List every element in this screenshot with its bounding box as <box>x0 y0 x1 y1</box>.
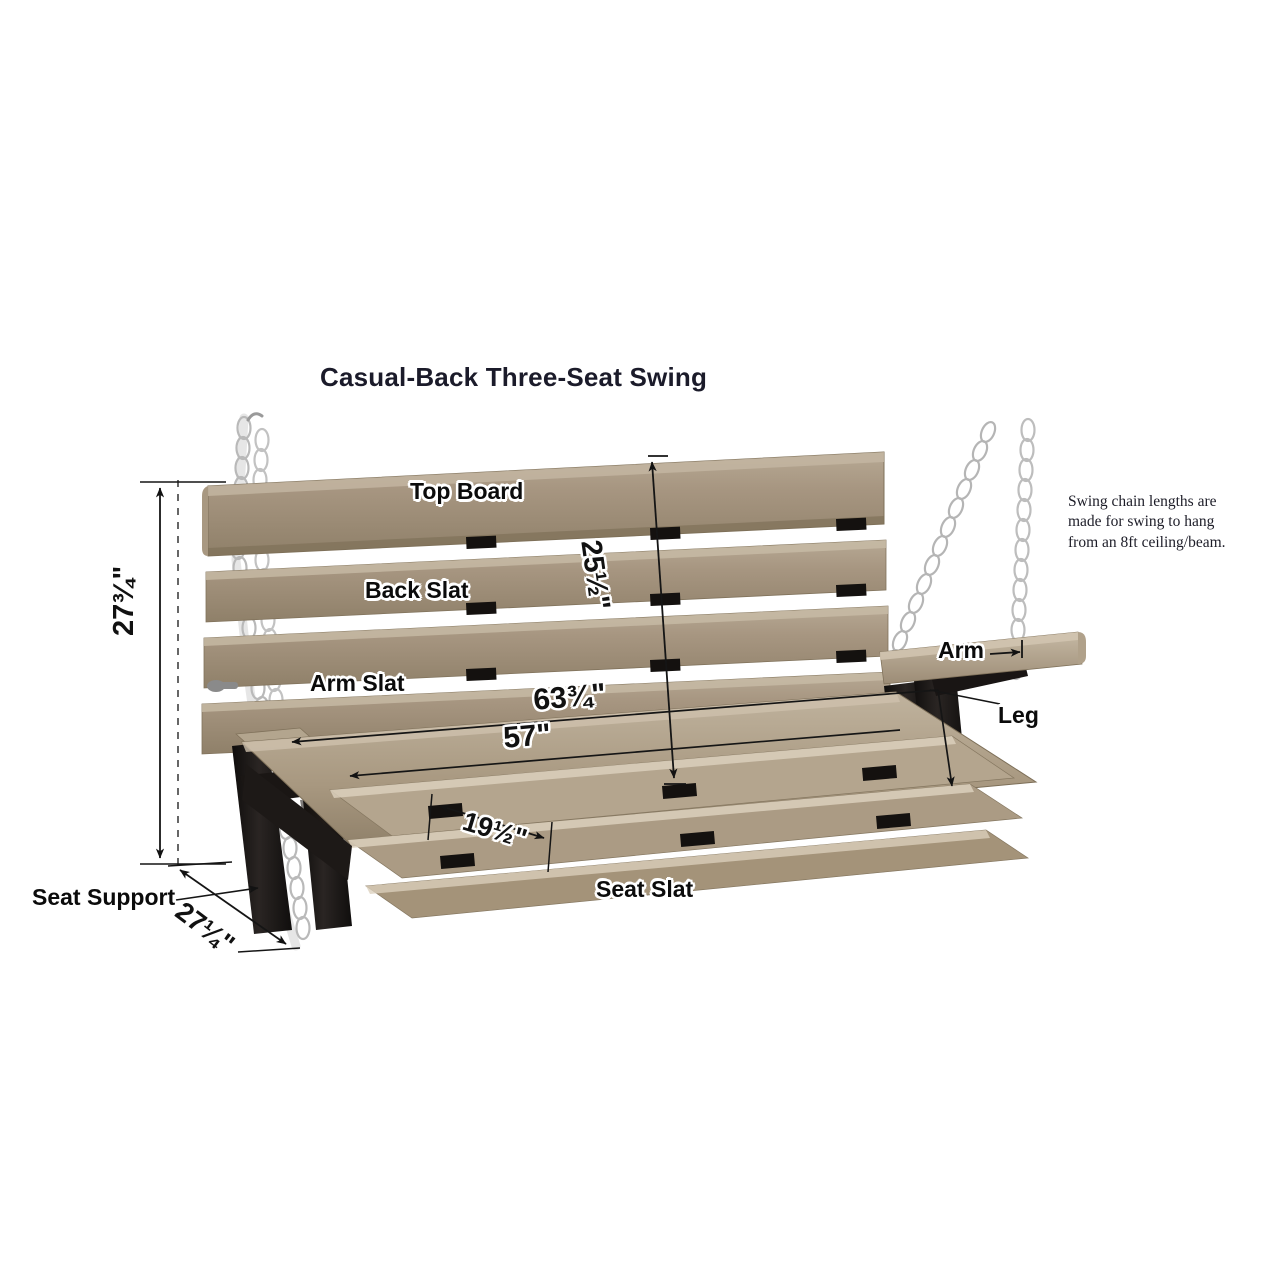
label-arm: Arm <box>938 637 985 663</box>
label-leg: Leg <box>998 702 1039 728</box>
seat-front-rail <box>240 691 1038 847</box>
leg-rear-left <box>232 742 292 934</box>
dim-overall-height <box>140 480 226 866</box>
dim-back-height <box>648 455 686 785</box>
leg-front-left <box>300 766 352 930</box>
chain-left-group <box>230 412 311 951</box>
dim-overall-height-value: 27¾" <box>108 565 140 636</box>
dim-label-seat-width: 57" <box>502 718 552 756</box>
top-board <box>207 451 885 557</box>
label-seat-slat: Seat Slat <box>596 876 694 902</box>
label-seat-support: Seat Support <box>32 884 176 910</box>
chain-left-rear <box>230 413 311 951</box>
label-top-board: Top Board <box>410 478 524 504</box>
note-line-3: from an 8ft ceiling/beam. <box>1068 533 1226 551</box>
swing-arm-left <box>235 727 339 771</box>
chain-right-rear <box>884 420 997 672</box>
dim-overall-width <box>291 689 955 787</box>
note-line-2: made for swing to hang <box>1068 513 1215 531</box>
dim-label-overall-height: 27¾" <box>108 566 141 636</box>
eye-bolts <box>207 680 238 692</box>
chain-left-front <box>251 427 286 733</box>
dim-back-height-value: 25½" <box>574 538 616 612</box>
dim-seat-depth-value: 19½" <box>459 806 531 854</box>
dim-label-seat-depth: 19½" <box>459 806 531 855</box>
leg-front-right <box>912 656 968 806</box>
leg-rear-right <box>884 682 932 820</box>
dim-overall-width-value: 63¾" <box>532 677 608 717</box>
dim-label-support-depth: 27¼" <box>169 896 240 960</box>
label-arm-slat: Arm Slat <box>310 670 405 696</box>
dim-label-back-height: 25½" <box>573 538 615 612</box>
leader-leg <box>929 689 1001 705</box>
label-back-slat: Back Slat <box>365 577 469 603</box>
dim-seat-width <box>349 729 901 780</box>
dim-support-depth-value: 27¼" <box>169 896 241 960</box>
leader-arm <box>989 640 1023 658</box>
seat-support-rail <box>242 764 352 880</box>
chain-right-front <box>1008 417 1036 681</box>
dim-seat-width-value: 57" <box>502 717 553 755</box>
dim-label-overall-width: 63¾" <box>532 678 607 718</box>
note-line-1: Swing chain lengths are <box>1068 493 1217 510</box>
chain-length-note: Swing chain lengths are made for swing t… <box>1068 492 1274 553</box>
page-title: Casual-Back Three-Seat Swing <box>320 362 708 392</box>
back-slat-spacers <box>465 517 867 747</box>
